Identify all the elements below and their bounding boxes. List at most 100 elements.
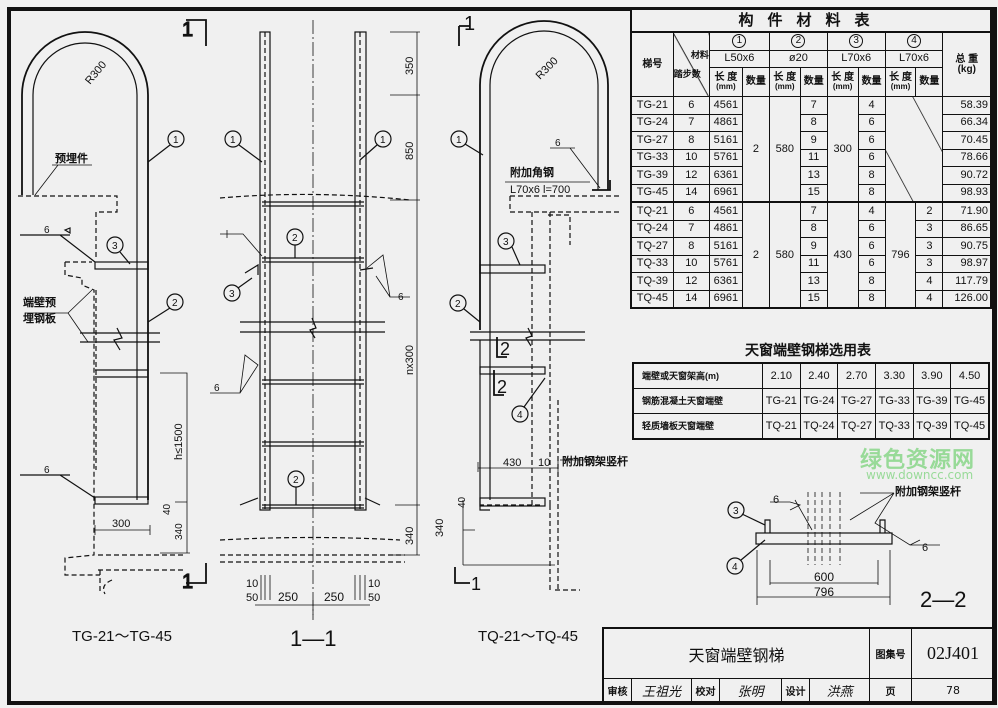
step-count: 10	[672, 254, 710, 273]
total-weight: 78.66	[942, 148, 992, 167]
design-label: 设计	[782, 679, 810, 702]
cell: 4.50	[950, 362, 990, 389]
dim-10: 10	[246, 578, 258, 590]
row-label: 端壁或天窗架高(m)	[632, 362, 763, 389]
part-number-circle: 4	[907, 34, 922, 49]
cell: 3.90	[912, 362, 952, 389]
ladder-id: TQ-39	[630, 272, 674, 291]
page-number: 78	[946, 684, 960, 697]
part1-length: 4561	[708, 96, 743, 115]
part1-length: 6961	[708, 289, 743, 309]
angle-3	[764, 519, 886, 533]
total-weight: 98.97	[942, 254, 992, 273]
weld-size: 6	[555, 138, 561, 149]
check-label: 校对	[692, 679, 720, 702]
tq-rail-outer	[479, 20, 609, 330]
length-label: 长 度	[889, 72, 912, 83]
tg-wall-outline	[18, 195, 118, 576]
extra-post-label: 附加钢架竖杆	[895, 484, 961, 498]
rail-right	[354, 31, 367, 511]
total-weight: 98.93	[942, 183, 992, 203]
callout-2: 2	[455, 299, 461, 310]
total-weight: 86.65	[942, 219, 992, 238]
step-count: 7	[672, 219, 710, 238]
total-weight: 71.90	[942, 201, 992, 221]
part2-qty: 8	[799, 219, 828, 238]
cell: TQ-27	[837, 413, 876, 440]
callout-2: 2	[292, 233, 298, 244]
tg-break-line	[80, 327, 160, 351]
part1-length: 5161	[708, 131, 743, 150]
dim-h: h≤1500	[173, 423, 185, 460]
tg-dimensions	[94, 372, 190, 554]
ladder-id: TG-45	[630, 183, 674, 203]
cell: TQ-33	[874, 413, 914, 440]
part3-qty: 6	[857, 219, 886, 238]
length-unit: (mm)	[716, 82, 736, 91]
part2-qty: 9	[799, 237, 828, 256]
weld-symbol	[20, 474, 96, 499]
cell: 3.30	[874, 362, 914, 389]
header-material: 材料	[690, 49, 709, 60]
ladder-id: TQ-33	[630, 254, 674, 273]
ladder-id: TG-24	[630, 113, 674, 132]
step-count: 8	[672, 131, 710, 150]
row-label: 钢筋混凝土天窗端壁	[632, 388, 763, 414]
callout-3: 3	[733, 506, 739, 517]
extra-angle-spec: L70x6 l=700	[510, 184, 570, 196]
ladder-id: TG-39	[630, 166, 674, 185]
page-label: 页	[870, 679, 912, 702]
header-ladder-no: 梯号	[630, 31, 674, 97]
cell: 2.40	[799, 362, 839, 389]
callout-1-circle	[167, 130, 185, 148]
part-number-2: 2	[768, 31, 828, 51]
title-block: 天窗端壁钢梯 图集号 02J401 审核 王祖光 校对 张明 设计 洪燕 页 7…	[602, 627, 994, 702]
part1-length: 4861	[708, 219, 743, 238]
extra-post-label: 附加钢架竖杆	[562, 454, 628, 468]
part1-qty: 2	[741, 96, 770, 203]
section-mark: 1	[471, 574, 481, 594]
tq-rung-bottom	[479, 497, 546, 507]
callout-3: 3	[229, 289, 235, 300]
dim-600: 600	[814, 570, 834, 584]
part1-qty: 2	[741, 201, 770, 309]
part2-qty: 15	[799, 183, 828, 203]
part2-qty: 11	[799, 254, 828, 273]
check-signature: 张明	[720, 679, 782, 702]
part2-qty: 15	[799, 289, 828, 309]
dim-n300: nx300	[404, 345, 416, 375]
section-2-2-caption: 2—2	[920, 587, 966, 612]
step-count: 8	[672, 237, 710, 256]
part3-qty: 8	[857, 183, 886, 203]
header-length: 长 度(mm)	[884, 67, 917, 97]
total-weight: 66.34	[942, 113, 992, 132]
tg-slab-outline	[98, 554, 185, 595]
wall-plate-label: 埋钢板	[23, 311, 57, 325]
angle-4	[755, 532, 893, 545]
part1-length: 5761	[708, 148, 743, 167]
part4-not-applicable	[884, 96, 944, 203]
callout-2: 2	[172, 298, 178, 309]
header-length: 长 度(mm)	[826, 67, 859, 97]
ladder-id: TQ-27	[630, 237, 674, 256]
part3-length: 300	[826, 96, 859, 203]
dim-340: 340	[174, 523, 185, 540]
weld-size: 6	[214, 383, 220, 394]
dim-796: 796	[814, 585, 834, 599]
rail-left	[259, 31, 271, 511]
part3-qty: 6	[857, 254, 886, 273]
cell: TQ-45	[950, 413, 990, 440]
part2-qty: 8	[799, 113, 828, 132]
dim-850: 850	[404, 142, 416, 160]
section-1-1-caption: 1—1	[290, 626, 336, 651]
cell: TG-33	[874, 388, 914, 414]
ladder-id: TG-33	[630, 148, 674, 167]
step-count: 14	[672, 183, 710, 203]
drawing-title: 天窗端壁钢梯	[604, 629, 870, 679]
